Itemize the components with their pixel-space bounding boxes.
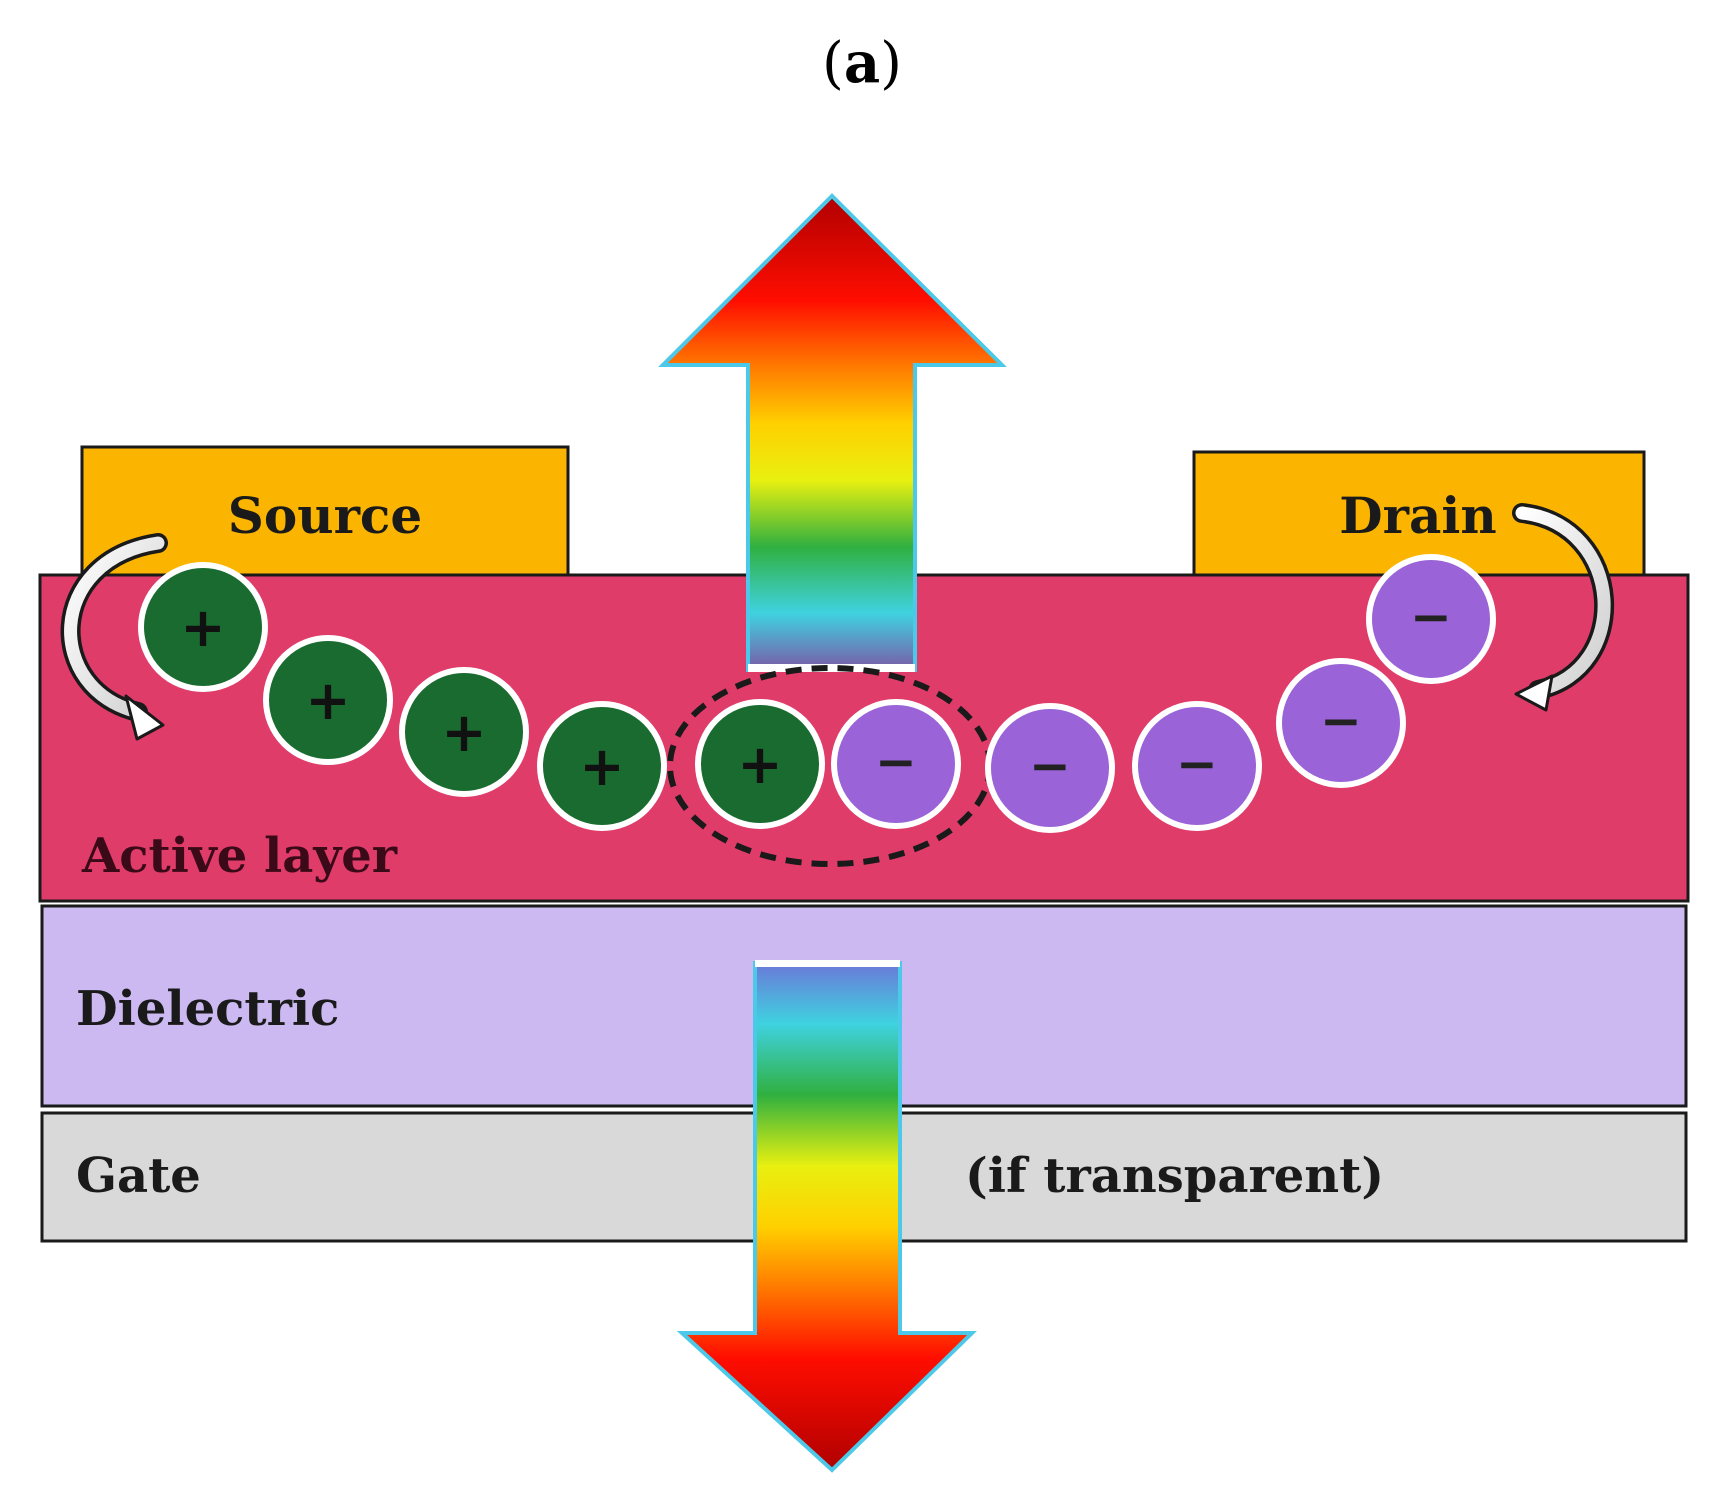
hole-sign: + [305, 669, 350, 732]
hole-charge: + [263, 635, 393, 765]
gate-label: Gate [76, 1148, 201, 1204]
electron-sign: − [1176, 735, 1218, 793]
hole-charge: + [695, 699, 825, 829]
drain-injection-arrow [1512, 503, 1615, 712]
hole-charge: + [138, 562, 268, 692]
panel-label-open: ( [822, 31, 844, 96]
hole-charge: + [399, 667, 529, 797]
source-label: Source [228, 486, 422, 545]
drain-label: Drain [1339, 486, 1496, 545]
downward-emission-arrow [676, 961, 977, 1473]
upward-arrow-base-edge [748, 664, 915, 672]
hole-sign: + [180, 596, 225, 659]
hole-sign: + [441, 701, 486, 764]
active-layer-label: Active layer [81, 828, 398, 884]
hole-sign: + [737, 733, 782, 796]
dielectric-label: Dielectric [76, 981, 339, 1037]
source-electrode [80, 445, 570, 579]
panel-label: (a) [822, 30, 902, 96]
electron-sign: − [1320, 692, 1362, 750]
electron-charge: − [1132, 701, 1262, 831]
electron-sign: − [875, 733, 917, 791]
panel-label-close: ) [880, 31, 902, 96]
downward-arrow-base-edge [755, 960, 900, 967]
electron-charge: − [1276, 658, 1406, 788]
panel-label-letter: a [844, 30, 880, 96]
hole-charge: + [537, 701, 667, 831]
upward-emission-arrow [658, 193, 1007, 672]
gate-transparent-note: (if transparent) [965, 1148, 1384, 1204]
source-injection-arrow [60, 533, 168, 741]
electron-charge: − [831, 699, 961, 829]
electron-charge: − [1366, 554, 1496, 684]
hole-sign: + [579, 735, 624, 798]
electron-charge: − [985, 703, 1115, 833]
electron-sign: − [1029, 737, 1071, 795]
electron-sign: − [1410, 588, 1452, 646]
